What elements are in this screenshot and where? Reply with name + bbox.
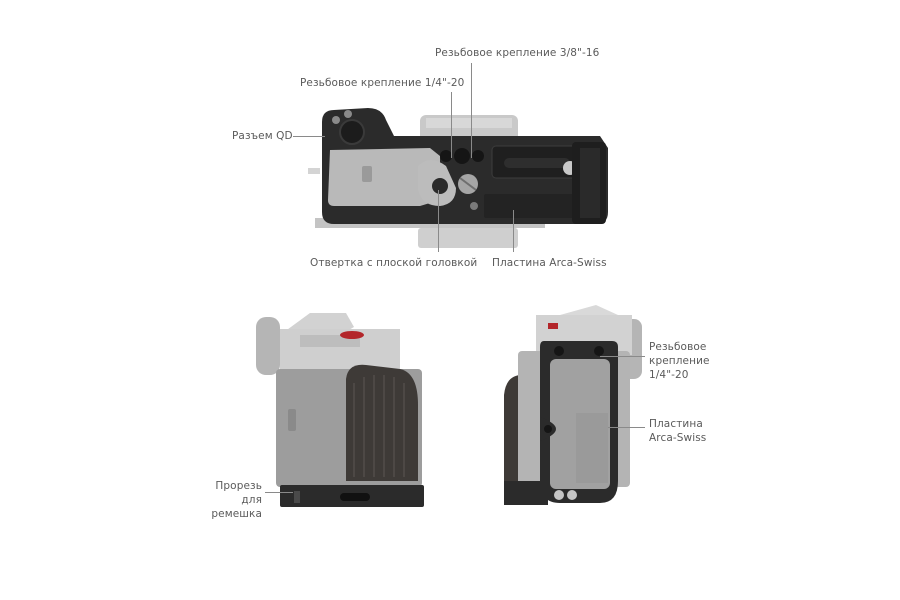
top-view-cage-bottom (270, 100, 610, 260)
camera-grip-side-illustration (256, 313, 424, 507)
leader-line-arca-plate-top (513, 210, 514, 252)
label-thread-1-4-side: Резьбовое крепление 1/4"-20 (649, 341, 710, 381)
left-view-grip-side (250, 305, 430, 510)
label-flat-screwdriver: Отвертка с плоской головкой (310, 257, 478, 269)
label-arca-plate-side: Пластина Arca-Swiss (649, 418, 707, 444)
label-thread-1-4: Резьбовое крепление 1/4"-20 (300, 77, 465, 89)
label-thread-3-8: Резьбовое крепление 3/8"-16 (435, 47, 600, 59)
leader-line-thread-1-4 (451, 92, 452, 158)
leader-line-flat-screwdriver (438, 190, 439, 252)
camera-cage-bottom-illustration (308, 108, 608, 248)
leader-line-thread-3-8 (471, 63, 472, 158)
leader-line-qd-socket (293, 136, 325, 137)
label-strap-slot: Прорезь для ремешка (211, 480, 262, 520)
leader-line-thread-1-4-side (600, 356, 645, 357)
leader-line-strap-slot (265, 492, 293, 493)
right-view-l-plate-side (500, 305, 650, 510)
leader-line-arca-plate-side (608, 427, 645, 428)
label-arca-plate-top: Пластина Arca-Swiss (492, 257, 607, 269)
camera-l-plate-side-illustration (504, 305, 642, 505)
label-qd-socket: Разъем QD (232, 130, 293, 142)
